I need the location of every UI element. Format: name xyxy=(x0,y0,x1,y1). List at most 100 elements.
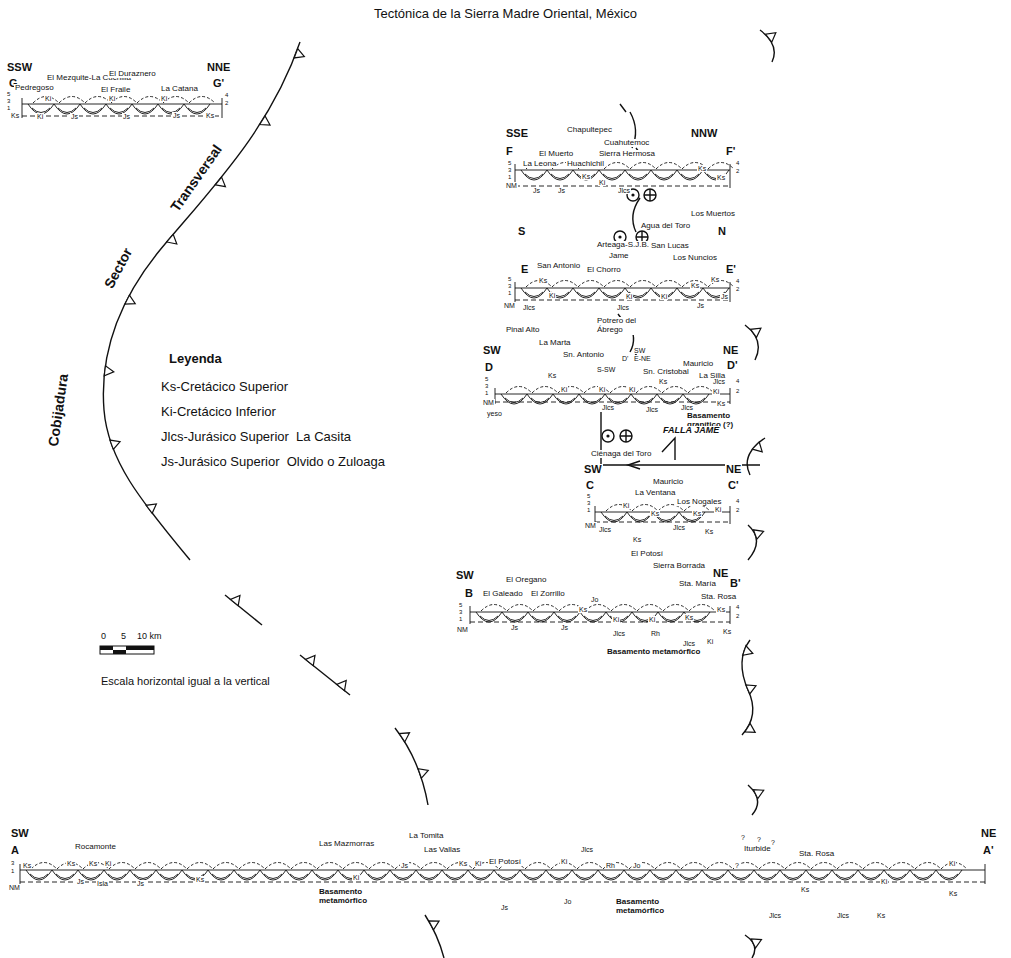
fold-layer xyxy=(290,874,308,879)
map-label: Ks xyxy=(66,860,76,867)
section-label: NNW xyxy=(690,128,718,139)
fold-layer xyxy=(576,874,594,879)
thrust-tooth xyxy=(751,939,761,948)
map-label: Ks xyxy=(948,890,958,897)
fold-layer xyxy=(661,398,679,403)
map-label: 5 xyxy=(507,160,512,166)
section-label: NE xyxy=(725,464,742,475)
fold-layer xyxy=(732,874,750,879)
section-label: Transversal xyxy=(167,141,224,214)
section-label: NE xyxy=(722,345,739,356)
map-label: 2 xyxy=(224,100,229,106)
map-label: 4 xyxy=(735,604,740,610)
eroded-anticline xyxy=(636,387,662,394)
fold-layer xyxy=(687,398,705,403)
map-label: 1 xyxy=(484,390,489,396)
fold-syncline xyxy=(476,612,502,622)
map-label: Los Muertos xyxy=(690,210,736,218)
fold-layer xyxy=(498,874,516,879)
map-label: Ks xyxy=(578,606,588,613)
fold-layer xyxy=(609,398,627,403)
map-label: 3 xyxy=(586,500,591,506)
eroded-anticline xyxy=(533,605,559,612)
fold-syncline xyxy=(104,870,130,880)
fold-layer xyxy=(681,174,699,179)
section-label: F xyxy=(505,146,514,157)
fold-syncline xyxy=(494,870,520,880)
map-label: Jlcs xyxy=(768,912,782,919)
datum-line xyxy=(20,882,985,883)
map-label: Ks xyxy=(650,510,660,517)
map-label: 3 xyxy=(507,167,512,173)
map-label: NM xyxy=(505,182,518,189)
fold-layer xyxy=(602,874,620,879)
map-label: 3 xyxy=(507,283,512,289)
section-label: Cobijadura xyxy=(46,372,70,448)
fold-layer xyxy=(472,874,490,879)
section-label: SW xyxy=(455,570,475,581)
fold-layer xyxy=(525,292,543,297)
fold-syncline xyxy=(80,104,106,114)
map-label: Pinal Alto xyxy=(505,326,540,334)
map-label: 2 xyxy=(735,388,740,394)
map-label: Ki xyxy=(714,506,722,513)
map-label: Ki xyxy=(625,293,633,300)
fold-layer xyxy=(30,874,48,879)
fold-syncline xyxy=(657,394,683,404)
eroded-anticline xyxy=(604,281,630,288)
map-label: Agua del Toro xyxy=(640,222,691,230)
map-label: Ki xyxy=(474,860,482,867)
fold-syncline xyxy=(702,870,728,880)
fold-syncline xyxy=(390,870,416,880)
eroded-anticline xyxy=(689,605,715,612)
fold-syncline xyxy=(502,612,528,622)
fold-syncline xyxy=(650,870,676,880)
map-label: E-NE xyxy=(633,355,652,362)
map-label: Jame xyxy=(608,252,630,260)
map-label: Los Nuncios xyxy=(672,254,718,262)
eroded-anticline xyxy=(507,605,533,612)
map-label: NM xyxy=(482,399,495,406)
map-label: Ks xyxy=(10,112,20,119)
thrust-tooth xyxy=(745,723,755,732)
thrust-tooth xyxy=(104,366,114,376)
fold-layer xyxy=(810,874,828,879)
section-end xyxy=(595,506,730,524)
map-label: Ks xyxy=(458,860,468,867)
eroded-anticline xyxy=(291,863,317,870)
eroded-anticline xyxy=(759,863,785,870)
fold-syncline xyxy=(580,612,606,622)
thrust-tooth xyxy=(167,234,177,244)
section-end xyxy=(20,864,985,884)
thrust-tooth xyxy=(110,440,120,449)
map-label: Ks xyxy=(800,886,810,893)
section-label: Leyenda xyxy=(168,352,223,365)
map-label: Ks xyxy=(876,912,886,919)
section-label: Escala horizontal igual a la vertical xyxy=(100,676,271,687)
map-label: 2 xyxy=(735,286,740,292)
map-label: El Fraile xyxy=(100,86,131,94)
map-label: 3 xyxy=(6,98,11,104)
strike-slip-arrow xyxy=(620,104,642,156)
map-label: Basamento metamórfico xyxy=(318,888,382,906)
fold-layer xyxy=(550,874,568,879)
thrust-tooth xyxy=(746,685,756,694)
datum-line xyxy=(515,300,730,301)
eroded-anticline xyxy=(584,387,610,394)
map-label: Chapultepec xyxy=(566,126,613,134)
map-label: Ki xyxy=(548,292,556,299)
map-label: Ks xyxy=(716,606,726,613)
map-label: Js xyxy=(696,302,705,309)
fold-syncline xyxy=(624,870,650,880)
map-label: Pedregoso xyxy=(14,84,55,92)
fold-syncline xyxy=(658,612,684,622)
map-label: Isla xyxy=(96,880,109,887)
fold-syncline xyxy=(442,870,468,880)
map-label: 4 xyxy=(735,160,740,166)
map-label: El Duraznero xyxy=(108,70,157,78)
eroded-anticline xyxy=(161,863,187,870)
map-label: Jlcs xyxy=(682,640,696,647)
fold-layer xyxy=(420,874,438,879)
map-label: El Oregano xyxy=(505,576,547,584)
